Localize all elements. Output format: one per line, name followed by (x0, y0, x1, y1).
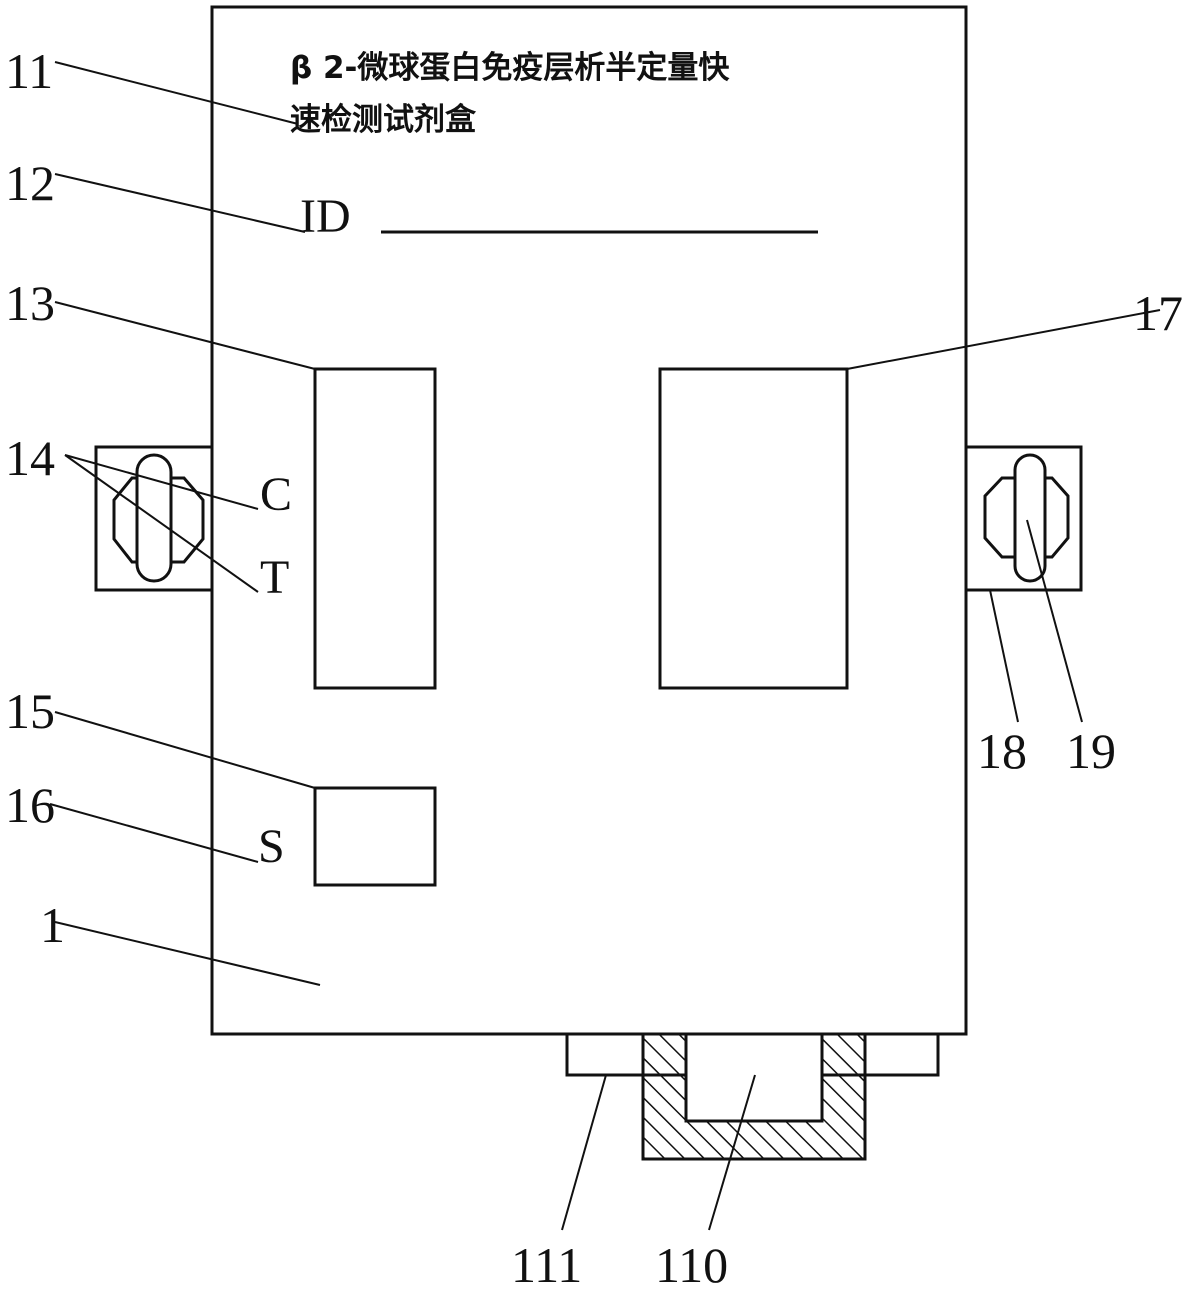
kit-title-line-2: 速检测试剂盒 (290, 102, 477, 138)
sample-well (315, 788, 435, 885)
callout-1: 1 (40, 897, 65, 953)
right-clip (966, 447, 1081, 590)
callout-110: 110 (655, 1237, 728, 1293)
control-line-mark: C (260, 468, 292, 521)
callout-16: 16 (5, 777, 55, 833)
kit-title-line-1: β 2-微球蛋白免疫层析半定量快 (290, 50, 730, 86)
callout-18: 18 (977, 723, 1027, 779)
detection-window (315, 369, 435, 688)
leader-lines (50, 62, 1160, 1230)
callout-15: 15 (5, 683, 55, 739)
right-window (660, 369, 847, 688)
test-line-mark: T (260, 551, 289, 604)
kit-body (212, 7, 966, 1034)
callout-12: 12 (5, 155, 55, 211)
callout-14: 14 (5, 430, 55, 486)
sample-mark: S (258, 820, 285, 873)
id-label: ID (300, 190, 351, 243)
callout-111: 111 (511, 1237, 582, 1293)
callout-17: 17 (1133, 285, 1183, 341)
bottom-connector (567, 1034, 938, 1159)
callout-19: 19 (1066, 723, 1116, 779)
callout-11: 11 (5, 43, 53, 99)
callout-13: 13 (5, 275, 55, 331)
